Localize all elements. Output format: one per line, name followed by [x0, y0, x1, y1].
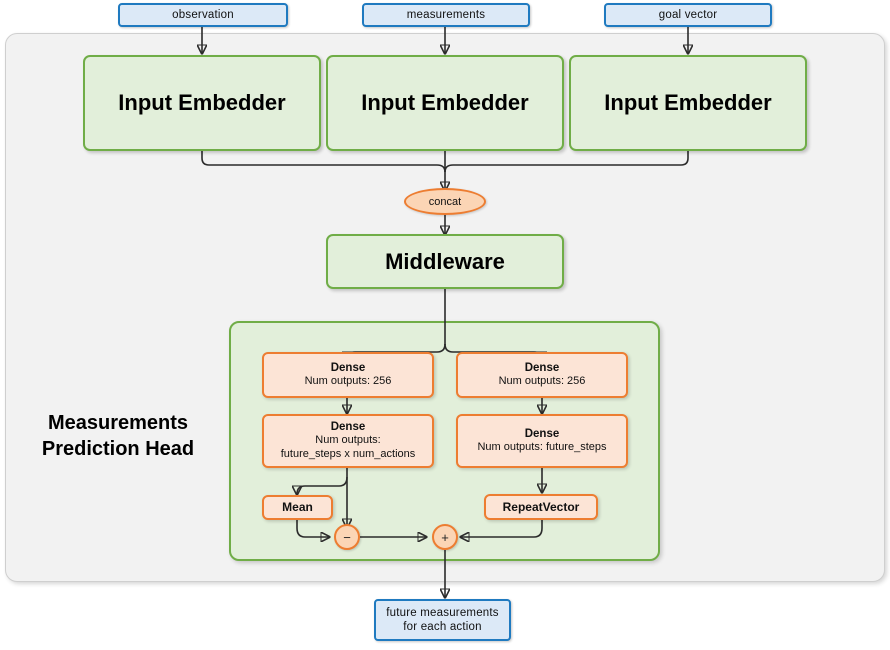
right-dense-1-title: Dense	[524, 361, 560, 374]
left-dense-1-outputs: Num outputs: 256	[304, 375, 392, 388]
head-label-line2: Prediction Head	[41, 438, 195, 460]
left-dense-1-title: Dense	[330, 361, 366, 374]
left-dense-2-title: Dense	[330, 421, 366, 434]
middleware-label: Middleware	[385, 248, 505, 274]
subtract-operator[interactable]: −	[334, 524, 360, 550]
right-dense-1-outputs: Num outputs: 256	[498, 375, 586, 388]
head-label-line1: Measurements	[47, 412, 189, 434]
input-box-observation[interactable]: observation	[118, 3, 288, 27]
middleware-node[interactable]: Middleware	[326, 234, 564, 289]
repeat-vector-node[interactable]: RepeatVector	[484, 494, 598, 520]
right-dense-2[interactable]: Dense Num outputs: future_steps	[456, 414, 628, 468]
add-operator-symbol: +	[441, 529, 449, 545]
measurements-prediction-head-label: Measurements Prediction Head	[18, 410, 218, 462]
repeat-vector-label: RepeatVector	[502, 499, 580, 514]
add-operator[interactable]: +	[432, 524, 458, 550]
left-dense-1[interactable]: Dense Num outputs: 256	[262, 352, 434, 398]
mean-node[interactable]: Mean	[262, 495, 333, 520]
input-box-measurements-label: measurements	[406, 8, 486, 21]
output-box-future-measurements[interactable]: future measurements for each action	[374, 599, 511, 641]
mean-label: Mean	[282, 500, 313, 514]
right-dense-1[interactable]: Dense Num outputs: 256	[456, 352, 628, 398]
input-embedder-2[interactable]: Input Embedder	[326, 55, 564, 151]
output-box-line1: future measurements	[386, 606, 499, 619]
left-dense-2[interactable]: Dense Num outputs: future_steps x num_ac…	[262, 414, 434, 468]
input-embedder-2-label: Input Embedder	[361, 90, 529, 116]
input-embedder-3-label: Input Embedder	[604, 90, 772, 116]
concat-label: concat	[428, 195, 462, 208]
input-box-observation-label: observation	[172, 8, 234, 21]
input-embedder-1[interactable]: Input Embedder	[83, 55, 321, 151]
right-dense-2-title: Dense	[524, 427, 560, 440]
right-dense-2-outputs: Num outputs: future_steps	[477, 441, 607, 454]
input-box-measurements[interactable]: measurements	[362, 3, 530, 27]
subtract-operator-symbol: −	[343, 529, 351, 545]
left-dense-2-outputs-line2: future_steps x num_actions	[280, 448, 416, 461]
input-embedder-1-label: Input Embedder	[118, 90, 286, 116]
input-box-goal-vector-label: goal vector	[658, 8, 718, 21]
left-dense-2-outputs-line1: Num outputs:	[315, 434, 381, 447]
input-box-goal-vector[interactable]: goal vector	[604, 3, 772, 27]
output-box-line2: for each action	[403, 621, 482, 633]
input-embedder-3[interactable]: Input Embedder	[569, 55, 807, 151]
concat-node[interactable]: concat	[404, 188, 486, 215]
